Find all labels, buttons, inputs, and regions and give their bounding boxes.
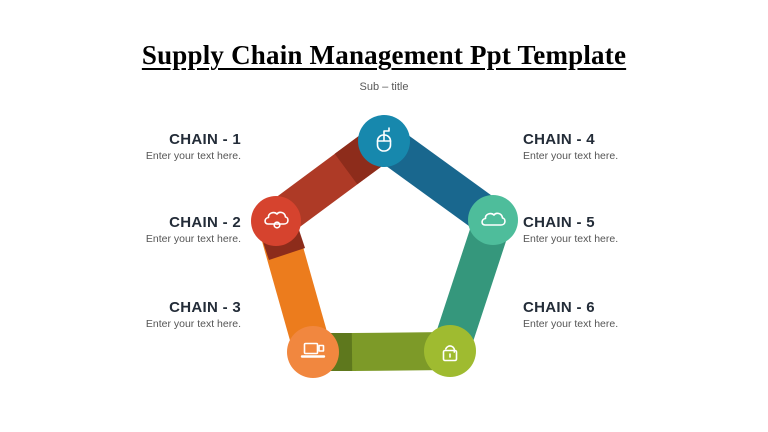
node-right[interactable] [468,195,518,245]
subtitle: Sub – title [359,81,409,93]
node-bottom-left[interactable] [287,326,339,378]
node-left[interactable] [251,196,301,246]
cloud-icon [481,212,506,226]
chain-4-label[interactable]: CHAIN - 4 Enter your text here. [523,131,683,163]
chain-4-heading[interactable]: CHAIN - 4 [523,131,595,148]
chain-6-placeholder[interactable]: Enter your text here. [523,318,619,330]
chain-1-heading[interactable]: CHAIN - 1 [169,131,241,148]
chain-6-heading[interactable]: CHAIN - 6 [523,299,595,316]
unlock-icon [442,345,458,362]
laptop-icon [300,342,326,358]
chain-4-placeholder[interactable]: Enter your text here. [523,150,619,162]
chain-3-placeholder[interactable]: Enter your text here. [145,318,241,330]
mouse-icon [376,127,392,152]
chain-5-placeholder[interactable]: Enter your text here. [523,233,619,245]
chain-2-placeholder[interactable]: Enter your text here. [145,233,241,245]
chain-2-label[interactable]: CHAIN - 2 Enter your text here. [81,214,241,246]
chain-1-label[interactable]: CHAIN - 1 Enter your text here. [81,131,241,163]
chain-2-heading[interactable]: CHAIN - 2 [169,214,241,231]
chain-5-label[interactable]: CHAIN - 5 Enter your text here. [523,214,683,246]
page-title: Supply Chain Management Ppt Template [141,40,627,70]
cloud-sync-icon [264,211,289,229]
chain-6-label[interactable]: CHAIN - 6 Enter your text here. [523,299,683,331]
chain-5-heading[interactable]: CHAIN - 5 [523,214,595,231]
chain-1-placeholder[interactable]: Enter your text here. [145,150,241,162]
chain-3-label[interactable]: CHAIN - 3 Enter your text here. [81,299,241,331]
chain-3-heading[interactable]: CHAIN - 3 [169,299,241,316]
